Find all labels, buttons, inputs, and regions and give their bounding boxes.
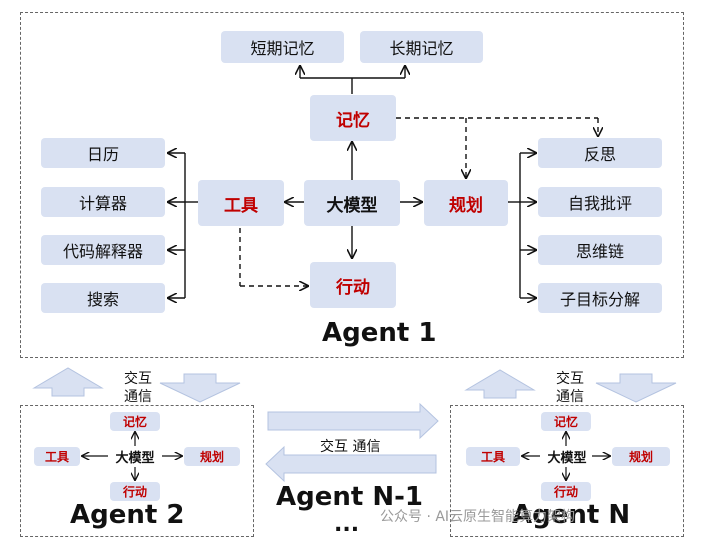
action-box: 行动: [310, 262, 396, 308]
agentN1-title: Agent N-1: [276, 482, 423, 512]
right-arrow-middle: [267, 402, 439, 440]
tool-item-search: 搜索: [41, 283, 165, 313]
llm-arrows: [285, 142, 422, 258]
agentN-planning-box: 规划: [612, 447, 670, 466]
long-term-memory-box: 长期记忆: [360, 31, 483, 63]
plan-item-subgoal-decomposition: 子目标分解: [538, 283, 662, 313]
plan-item-reflection: 反思: [538, 138, 662, 168]
agentN-memory-box: 记忆: [541, 412, 591, 431]
right-interaction-label-2: 通信: [556, 389, 584, 405]
planning-to-items-arrows: [508, 153, 536, 298]
memory-box: 记忆: [310, 95, 396, 141]
agent2-tools-box: 工具: [34, 447, 80, 466]
agent2-title: Agent 2: [70, 500, 185, 530]
plan-item-chain-of-thought: 思维链: [538, 235, 662, 265]
middle-interaction-label: 交互 通信: [320, 439, 381, 455]
watermark-text: 公众号 · AI云原生智能算力架构: [380, 509, 576, 525]
memory-to-memories-arrows: [300, 66, 405, 94]
agent2-planning-box: 规划: [184, 447, 240, 466]
left-interaction-label-2: 通信: [124, 389, 152, 405]
agent2-frame: [20, 405, 254, 537]
agentN-title: Agent N: [512, 500, 631, 530]
up-arrow-right: [464, 369, 536, 399]
agent2-action-box: 行动: [110, 482, 160, 501]
agent2-llm-box: 大模型: [115, 450, 155, 466]
planning-box: 规划: [424, 180, 508, 226]
down-arrow-left: [159, 373, 241, 403]
agent1-title: Agent 1: [322, 318, 437, 348]
tool-item-calendar: 日历: [41, 138, 165, 168]
short-term-memory-box: 短期记忆: [221, 31, 344, 63]
interaction-block-arrows: [32, 367, 677, 483]
llm-box: 大模型: [304, 180, 400, 226]
tools-to-items-arrows: [168, 153, 198, 298]
dashed-arrows: [239, 117, 598, 286]
tool-item-code-interpreter: 代码解释器: [41, 235, 165, 265]
agentN1-ellipsis: ...: [334, 512, 360, 537]
agent2-mini-arrows: [82, 432, 182, 480]
tool-item-calculator: 计算器: [41, 187, 165, 217]
left-arrow-middle: [265, 445, 437, 483]
agentN-tools-box: 工具: [466, 447, 520, 466]
agentN-llm-box: 大模型: [547, 450, 587, 466]
down-arrow-right: [595, 373, 677, 403]
right-interaction-label-1: 交互: [556, 371, 584, 387]
agentN-frame: [450, 405, 684, 537]
agentN-action-box: 行动: [541, 482, 591, 501]
agent2-memory-box: 记忆: [110, 412, 160, 431]
tools-box: 工具: [198, 180, 284, 226]
plan-item-self-critique: 自我批评: [538, 187, 662, 217]
up-arrow-left: [32, 367, 104, 397]
agentN-mini-arrows: [522, 432, 610, 480]
left-interaction-label-1: 交互: [124, 371, 152, 387]
agent1-frame: [20, 12, 684, 358]
